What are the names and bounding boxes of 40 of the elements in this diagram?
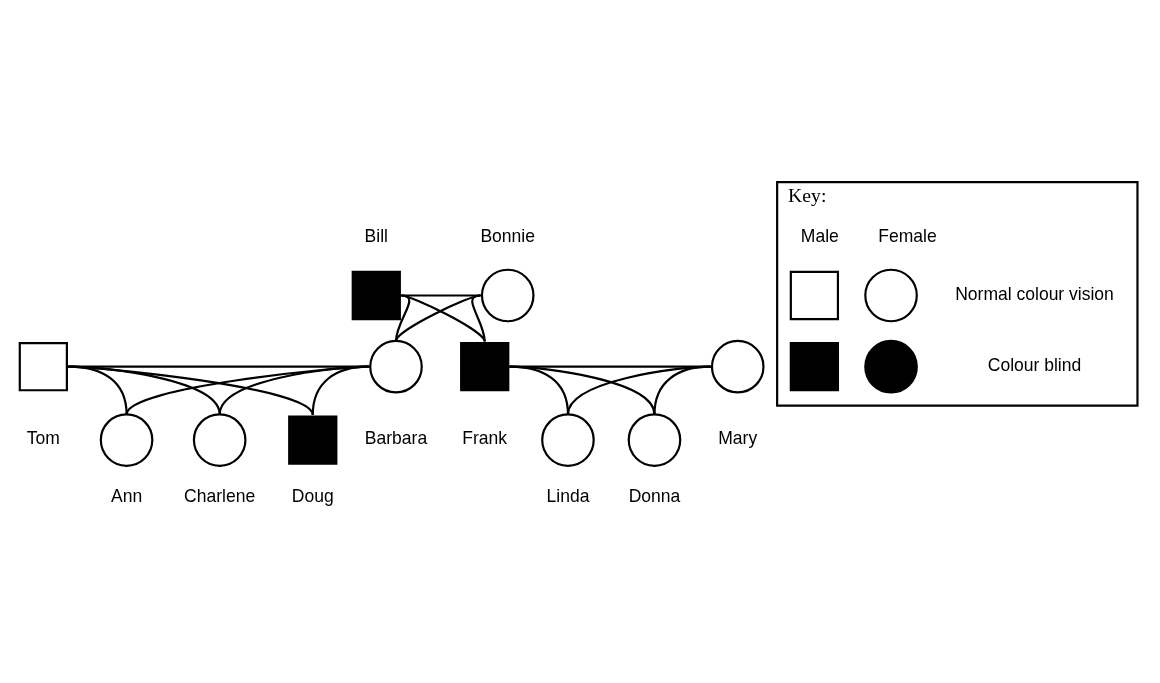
connector <box>399 294 482 297</box>
node-circle <box>480 268 535 323</box>
node-box <box>288 415 338 465</box>
node-box <box>789 342 840 392</box>
node-label: Charlene <box>184 485 256 506</box>
node-circle <box>627 413 682 467</box>
node-box <box>789 270 840 321</box>
legend-label: Normal colour vision <box>955 283 1114 304</box>
node-label: Tom <box>26 428 60 449</box>
connector <box>508 365 712 368</box>
connector <box>471 294 486 342</box>
node-label: Doug <box>291 485 334 506</box>
connector <box>68 365 314 416</box>
node-box <box>18 342 68 392</box>
node-circle <box>192 413 247 467</box>
label: Female <box>878 226 937 247</box>
node-label: Barbara <box>364 428 428 449</box>
node-circle <box>864 268 918 323</box>
node-label: Bonnie <box>480 226 535 247</box>
node-label: Donna <box>628 485 681 506</box>
connector <box>68 365 128 415</box>
node-circle <box>99 413 154 467</box>
connector <box>68 365 221 415</box>
node-label: Frank <box>462 428 508 449</box>
node-label: Linda <box>546 485 590 506</box>
node-box <box>351 270 401 321</box>
connector <box>125 365 369 415</box>
legend-label: Colour blind <box>987 354 1082 375</box>
node-label: Ann <box>110 485 143 506</box>
node-circle <box>710 339 765 394</box>
node-circle <box>541 413 595 467</box>
node-box <box>460 342 510 392</box>
node-label: Mary <box>718 428 758 449</box>
node-label: Bill <box>364 226 388 247</box>
node-circle <box>369 339 423 394</box>
connector <box>566 365 711 415</box>
connector <box>653 365 711 415</box>
connector <box>67 365 370 368</box>
label: Male <box>800 226 839 247</box>
node-circle <box>864 339 918 394</box>
